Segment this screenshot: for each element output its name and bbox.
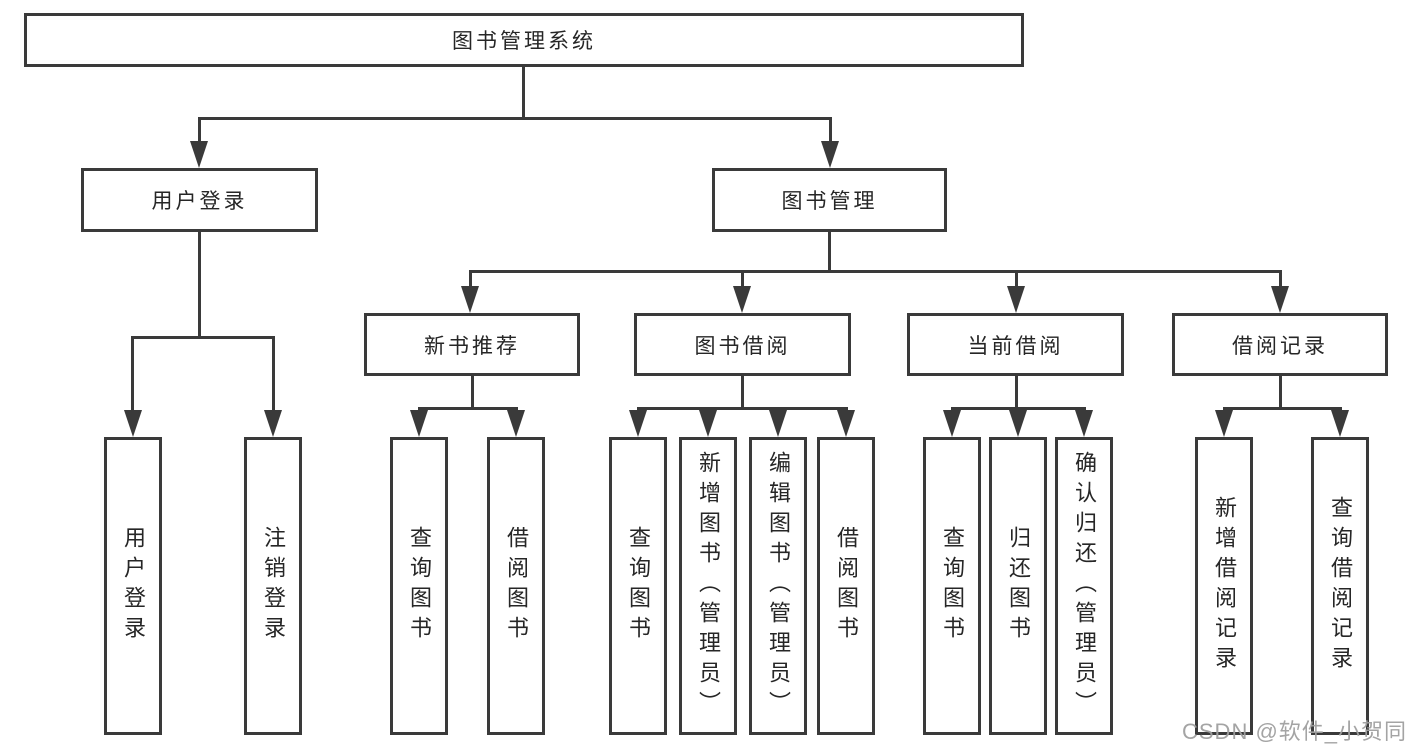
arrow-down-icon	[190, 141, 208, 168]
leaf-label: 归还图书	[1006, 526, 1031, 646]
arrow-down-icon	[943, 410, 961, 437]
connector	[1279, 376, 1282, 410]
leaf-label: 新增借阅记录	[1212, 496, 1237, 676]
leaf-label: 用户登录	[121, 526, 146, 646]
node-library-management-system: 图书管理系统	[24, 13, 1024, 67]
leaf-borrow-books-recommend: 借阅图书	[487, 437, 545, 735]
leaf-query-books-recommend: 查询图书	[390, 437, 448, 735]
node-user-login: 用户登录	[81, 168, 318, 232]
connector	[637, 407, 848, 410]
leaf-add-borrow-record: 新增借阅记录	[1195, 437, 1253, 735]
node-label: 图书管理	[781, 190, 878, 213]
arrow-down-icon	[837, 410, 855, 437]
arrow-down-icon	[507, 410, 525, 437]
connector	[469, 270, 1282, 273]
arrow-down-icon	[699, 410, 717, 437]
arrow-down-icon	[733, 286, 751, 313]
arrow-down-icon	[461, 286, 479, 313]
arrow-down-icon	[264, 410, 282, 437]
node-borrow-records: 借阅记录	[1172, 313, 1388, 376]
leaf-label: 查询借阅记录	[1328, 496, 1353, 676]
leaf-label: 编辑图书（管理员）	[766, 451, 791, 721]
arrow-down-icon	[821, 141, 839, 168]
connector	[828, 232, 831, 273]
leaf-return-book: 归还图书	[989, 437, 1047, 735]
leaf-user-login: 用户登录	[104, 437, 162, 735]
connector	[741, 270, 744, 290]
leaf-logout: 注销登录	[244, 437, 302, 735]
arrow-down-icon	[1215, 410, 1233, 437]
connector	[522, 67, 525, 120]
leaf-borrow-books: 借阅图书	[817, 437, 875, 735]
leaf-query-books-borrow: 查询图书	[609, 437, 667, 735]
node-label: 借阅记录	[1232, 334, 1328, 358]
leaf-label: 查询图书	[407, 526, 432, 646]
connector	[418, 407, 518, 410]
leaf-edit-book-admin: 编辑图书（管理员）	[749, 437, 807, 735]
connector	[829, 117, 832, 145]
leaf-query-borrow-record: 查询借阅记录	[1311, 437, 1369, 735]
node-new-book-recommend: 新书推荐	[364, 313, 580, 376]
arrow-down-icon	[1007, 286, 1025, 313]
leaf-query-books-current: 查询图书	[923, 437, 981, 735]
node-book-borrow: 图书借阅	[634, 313, 851, 376]
arrow-down-icon	[1009, 410, 1027, 437]
leaf-label: 查询图书	[626, 526, 651, 646]
connector	[471, 376, 474, 410]
arrow-down-icon	[769, 410, 787, 437]
node-book-management: 图书管理	[712, 168, 947, 232]
connector	[131, 336, 275, 339]
arrow-down-icon	[124, 410, 142, 437]
watermark: CSDN @软件_小贺同学	[1182, 719, 1405, 744]
leaf-label: 借阅图书	[834, 526, 859, 646]
leaf-add-book-admin: 新增图书（管理员）	[679, 437, 737, 735]
arrow-down-icon	[629, 410, 647, 437]
node-label: 用户登录	[151, 190, 248, 213]
arrow-down-icon	[410, 410, 428, 437]
node-label: 图书管理系统	[452, 30, 596, 53]
connector	[272, 336, 275, 414]
connector	[1015, 270, 1018, 290]
node-current-borrow: 当前借阅	[907, 313, 1124, 376]
leaf-label: 注销登录	[261, 526, 286, 646]
leaf-label: 新增图书（管理员）	[696, 451, 721, 721]
leaf-confirm-return-admin: 确认归还（管理员）	[1055, 437, 1113, 735]
connector	[198, 232, 201, 339]
connector	[1223, 407, 1342, 410]
arrow-down-icon	[1271, 286, 1289, 313]
leaf-label: 确认归还（管理员）	[1072, 451, 1097, 721]
leaf-label: 查询图书	[940, 526, 965, 646]
connector	[198, 117, 201, 145]
leaf-label: 借阅图书	[504, 526, 529, 646]
arrow-down-icon	[1075, 410, 1093, 437]
node-label: 图书借阅	[694, 334, 791, 358]
connector	[741, 376, 744, 410]
connector	[1279, 270, 1282, 290]
arrow-down-icon	[1331, 410, 1349, 437]
connector	[131, 336, 134, 414]
node-label: 当前借阅	[967, 334, 1064, 358]
connector	[198, 117, 832, 120]
connector	[469, 270, 472, 290]
connector	[1015, 376, 1018, 410]
node-label: 新书推荐	[424, 334, 520, 358]
